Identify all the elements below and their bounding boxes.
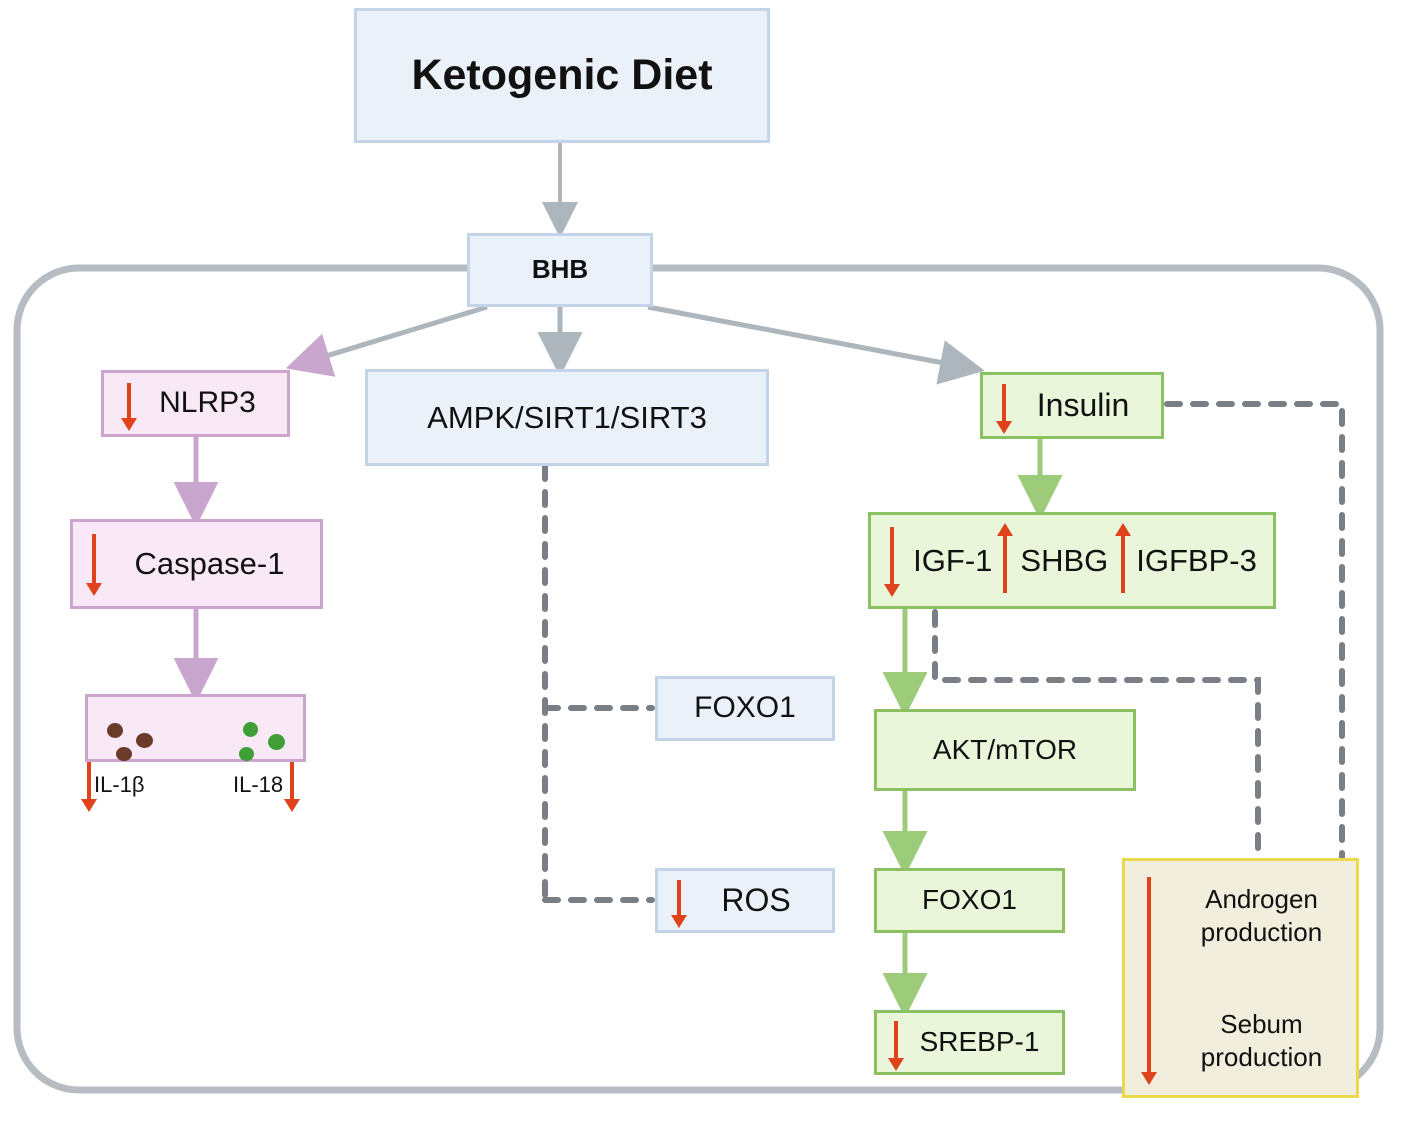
node-ampk-sirt1-sirt3[interactable]: AMPK/SIRT1/SIRT3 <box>365 369 769 466</box>
node-androgen-sebum-production[interactable]: Androgen production Sebum production <box>1122 858 1359 1098</box>
increase-arrow-icon <box>1114 523 1132 593</box>
node-foxo1-mid[interactable]: FOXO1 <box>655 676 835 741</box>
il1b-label: IL-1β <box>94 772 145 797</box>
decrease-arrow-icon <box>887 1021 905 1071</box>
edge-bhb-to-nlrp3 <box>285 304 488 377</box>
node-insulin-label: Insulin <box>1036 387 1130 424</box>
node-caspase-1[interactable]: Caspase-1 <box>70 519 323 609</box>
node-nlrp3[interactable]: NLRP3 <box>101 370 290 437</box>
decrease-arrow-icon <box>85 534 103 596</box>
node-srebp-1[interactable]: SREBP-1 <box>874 1010 1065 1075</box>
node-bhb[interactable]: BHB <box>467 233 653 307</box>
androgen-production-label: Androgen production <box>1201 883 1322 948</box>
decrease-arrow-icon <box>670 880 688 928</box>
il18-granule-dot <box>243 722 258 737</box>
node-ros[interactable]: ROS <box>655 868 835 933</box>
node-bhb-label: BHB <box>531 254 589 285</box>
decrease-arrow-icon <box>1139 877 1159 1085</box>
node-ros-label: ROS <box>721 882 791 919</box>
node-foxo1-right[interactable]: FOXO1 <box>874 868 1065 933</box>
node-foxo1-mid-label: FOXO1 <box>694 691 796 725</box>
sebum-line2: production <box>1200 1041 1323 1072</box>
node-ampk-sirt1-sirt3-label: AMPK/SIRT1/SIRT3 <box>427 399 707 435</box>
sebum-production-label: Sebum production <box>1201 1008 1322 1073</box>
node-insulin[interactable]: Insulin <box>980 372 1164 439</box>
node-foxo1-right-label: FOXO1 <box>922 884 1017 916</box>
il18-decrease-arrow-icon <box>283 762 301 812</box>
edge-igf-to-androgen-dashed <box>932 609 1261 861</box>
node-igf1-shbg-igfbp3-group[interactable]: IGF-1 SHBG IGFBP-3 <box>868 512 1276 609</box>
node-akt-mtor[interactable]: AKT/mTOR <box>874 709 1136 791</box>
sebum-line1: Sebum <box>1220 1009 1303 1039</box>
androgen-line1: Androgen <box>1205 884 1318 914</box>
node-nlrp3-label: NLRP3 <box>159 386 256 420</box>
il18-granule-dot <box>239 747 254 761</box>
il18-label: IL-18 <box>233 772 284 797</box>
node-shbg-label: SHBG <box>1020 542 1109 578</box>
edge-bhb-to-insulin <box>647 304 985 385</box>
increase-arrow-icon <box>996 523 1014 593</box>
il1b-granule-dot <box>107 723 123 738</box>
node-igf1-label: IGF-1 <box>913 542 993 578</box>
decrease-arrow-icon <box>120 383 138 431</box>
node-srebp-1-label: SREBP-1 <box>919 1026 1040 1058</box>
node-igfbp3-label: IGFBP-3 <box>1136 542 1257 578</box>
il1b-decrease-arrow-icon <box>80 762 98 812</box>
decrease-arrow-icon <box>883 527 901 597</box>
androgen-line2: production <box>1200 916 1323 947</box>
il1b-granule-dot <box>116 747 132 761</box>
node-caspase-1-label: Caspase-1 <box>134 546 285 582</box>
il18-granule-dot <box>268 734 285 750</box>
node-ketogenic-diet-label: Ketogenic Diet <box>411 50 713 99</box>
node-ketogenic-diet[interactable]: Ketogenic Diet <box>354 8 770 143</box>
il1b-granule-dot <box>136 733 153 748</box>
node-cytokine-compartment[interactable] <box>85 694 306 762</box>
decrease-arrow-icon <box>995 384 1013 434</box>
node-akt-mtor-label: AKT/mTOR <box>932 733 1078 765</box>
outer-container-rounded-rect <box>13 264 1384 1094</box>
edge-insulin-to-androgen-dashed <box>1164 401 1345 861</box>
